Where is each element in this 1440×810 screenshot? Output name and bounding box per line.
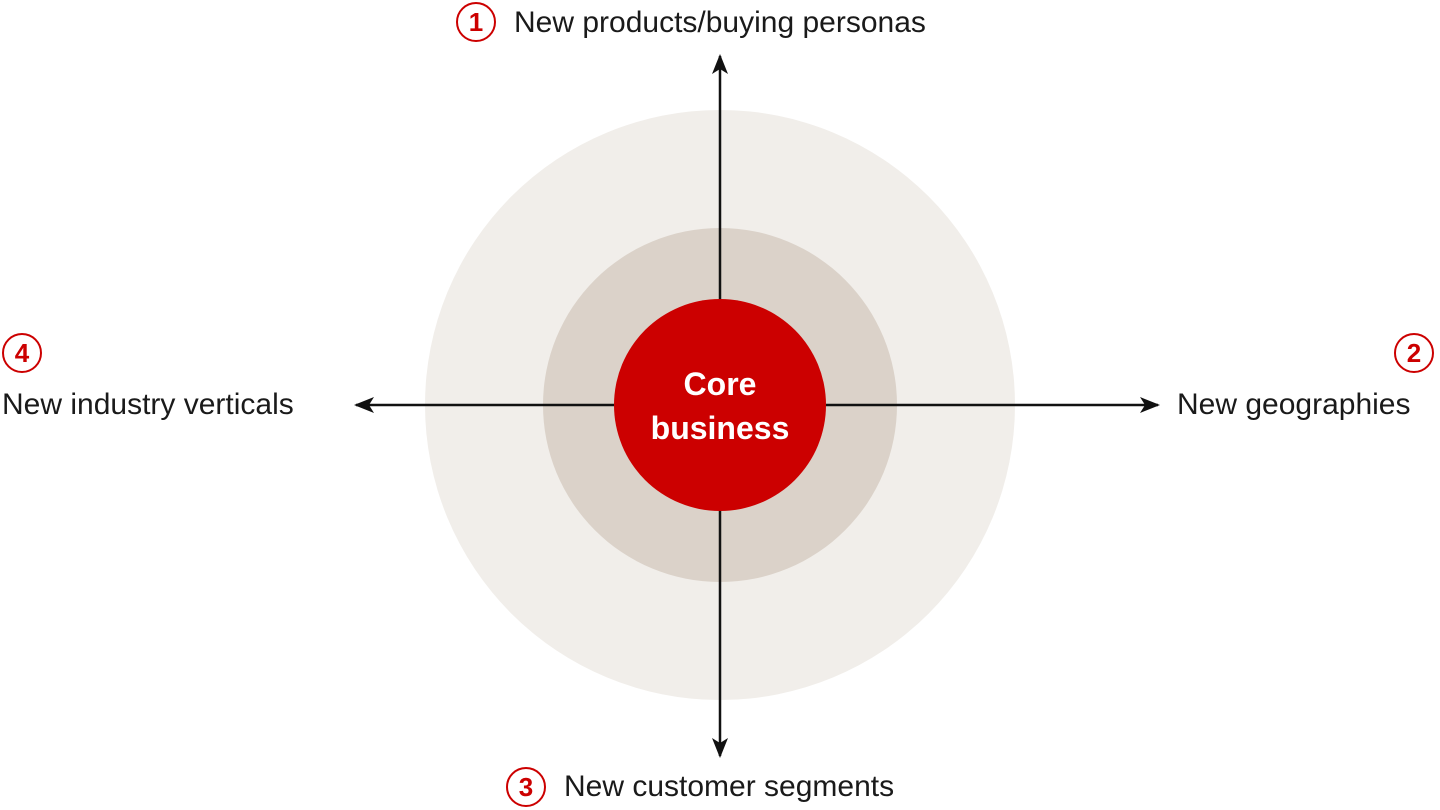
core-business-label: Core business — [614, 362, 826, 450]
label-new-products: New products/buying personas — [514, 6, 926, 39]
core-label-line1: Core — [683, 366, 757, 402]
label-new-geographies: New geographies — [1177, 388, 1411, 421]
badge-3: 3 — [506, 767, 546, 807]
core-circle — [614, 299, 826, 511]
badge-4: 4 — [2, 333, 42, 373]
core-label-line2: business — [650, 410, 790, 446]
badge-1: 1 — [456, 2, 496, 42]
label-new-customer-segments: New customer segments — [564, 770, 895, 803]
badge-2: 2 — [1394, 333, 1434, 373]
label-new-industry-verticals: New industry verticals — [2, 388, 294, 421]
